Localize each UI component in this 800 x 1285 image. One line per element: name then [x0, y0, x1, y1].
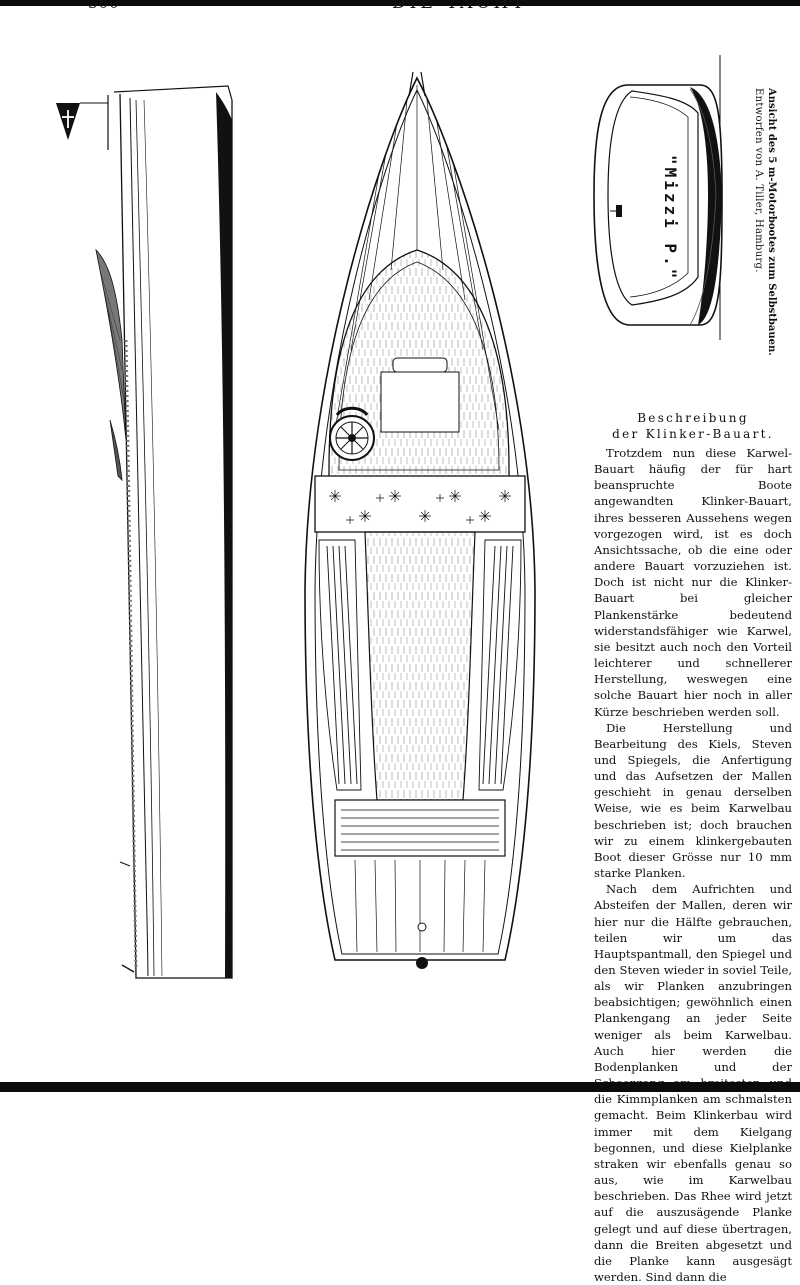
- boat-name-label: "Mizzi P.": [660, 155, 680, 282]
- page-top-edge: [0, 0, 800, 6]
- article-paragraph-1: Trotzdem nun diese Karwel-Bauart häufig …: [594, 446, 792, 719]
- caption-title: Ansicht des 5 m-Motorbootes zum Selbstba…: [766, 88, 777, 356]
- page-number: 300: [88, 0, 120, 12]
- boat-stern-view: [593, 55, 723, 340]
- boat-plan-view: [304, 71, 536, 969]
- article-heading-line2: der Klinker-Bauart.: [612, 427, 774, 441]
- article-heading-line1: Beschreibung: [637, 411, 749, 425]
- figure-caption: Ansicht des 5 m-Motorbootes zum Selbstba…: [753, 88, 778, 356]
- caption-credit: Entworfen von A. Tiller, Hamburg.: [753, 88, 764, 273]
- article-column: Beschreibung der Klinker-Bauart. Trotzde…: [594, 410, 792, 1285]
- page-bottom-edge: [0, 1082, 800, 1092]
- running-head: DIE YACHT: [392, 0, 528, 13]
- boat-name: "Mizzi P.": [661, 155, 680, 282]
- boat-side-elevation: [56, 85, 233, 979]
- article-paragraph-2: Die Herstellung und Bearbeitung des Kiel…: [594, 720, 792, 881]
